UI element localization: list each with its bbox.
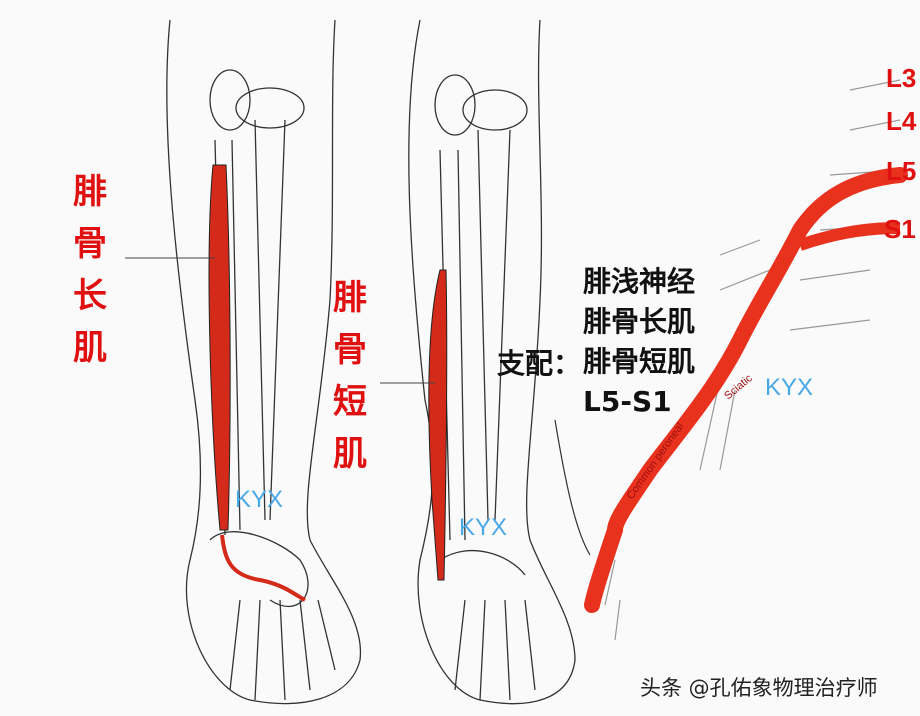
peroneus-longus-label: 腓 骨 长 肌 xyxy=(70,166,110,374)
arrow-line xyxy=(554,419,591,556)
innervation-line: 腓浅神经 xyxy=(583,265,696,298)
label-char: 骨 xyxy=(333,330,367,370)
label-char: 腓 xyxy=(73,172,107,212)
innervation-line: 腓骨短肌 xyxy=(583,345,696,378)
kyx-watermark: KYX xyxy=(765,374,814,401)
label-char: 长 xyxy=(73,276,107,316)
innervation-line: L5-S1 xyxy=(583,385,672,418)
innervation-list: 腓浅神经 腓骨长肌 腓骨短肌 L5-S1 xyxy=(583,262,695,422)
right-leg-outline xyxy=(408,19,576,705)
label-char: 腓 xyxy=(333,278,367,318)
label-char: 肌 xyxy=(73,328,107,368)
kyx-watermark: KYX xyxy=(459,514,508,541)
peroneus-brevis-muscle xyxy=(428,269,448,581)
kyx-watermark: KYX xyxy=(235,486,284,513)
innervation-line: 腓骨长肌 xyxy=(583,305,696,338)
common-peroneal-label: Common peroneal xyxy=(625,421,687,502)
root-l3: L3 xyxy=(886,63,917,93)
innervation-prefix: 支配： xyxy=(497,347,582,380)
root-l5: L5 xyxy=(886,156,917,186)
peroneus-longus-muscle xyxy=(208,164,306,602)
footer-watermark: 头条 @孔佑象物理治疗师 xyxy=(640,676,878,700)
label-char: 骨 xyxy=(73,224,107,264)
peroneus-brevis-label: 腓 骨 短 肌 xyxy=(330,272,370,480)
root-l4: L4 xyxy=(886,106,917,136)
label-char: 肌 xyxy=(333,434,367,474)
label-char: 短 xyxy=(333,382,367,422)
root-s1: S1 xyxy=(884,214,916,244)
